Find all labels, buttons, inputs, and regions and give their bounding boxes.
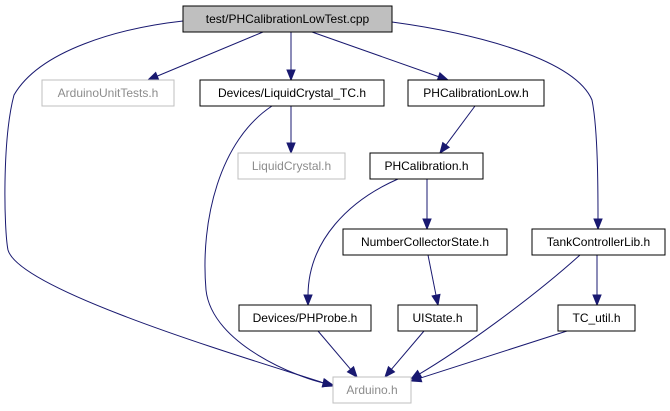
edge-line: [390, 330, 425, 371]
node-label: test/PHCalibrationLowTest.cpp: [206, 12, 370, 26]
node-label: PHCalibrationLow.h: [423, 86, 528, 100]
edge-lctc-ard: [204, 105, 335, 388]
edge-line: [418, 254, 581, 375]
node-label: UIState.h: [412, 311, 462, 325]
node-ncs[interactable]: NumberCollectorState.h: [342, 228, 508, 256]
edge-phc-ncs: [422, 179, 432, 231]
edge-root-ard: [4, 20, 335, 388]
edge-arrowhead: [286, 69, 296, 82]
node-label: Arduino.h: [346, 383, 397, 397]
node-root[interactable]: test/PHCalibrationLowTest.cpp: [182, 5, 393, 33]
edge-line: [156, 31, 264, 77]
node-phcl[interactable]: PHCalibrationLow.h: [407, 79, 545, 107]
edge-line: [444, 105, 476, 147]
edge-arrowhead: [146, 71, 160, 81]
edge-line: [307, 178, 399, 297]
node-label: Devices/PHProbe.h: [253, 311, 358, 325]
edge-phc-php: [303, 178, 399, 307]
node-label: NumberCollectorState.h: [361, 235, 489, 249]
edge-arrowhead: [592, 294, 602, 307]
node-label: PHCalibration.h: [384, 159, 468, 173]
edge-arrowhead: [593, 218, 603, 231]
edge-line: [391, 21, 599, 221]
edge-arrowhead: [431, 293, 441, 307]
edge-line: [4, 20, 325, 384]
edge-phcl-phc: [439, 105, 476, 155]
node-aut: ArduinoUnitTests.h: [41, 79, 175, 107]
node-box: [199, 79, 385, 107]
node-box: [41, 79, 175, 107]
edge-arrowhead: [439, 141, 451, 155]
edge-arrowhead: [409, 373, 423, 383]
edge-tcu-ard: [409, 330, 568, 383]
edge-php-ard: [317, 330, 358, 379]
edge-arrowhead: [436, 72, 450, 81]
edge-root-tcl: [391, 21, 603, 231]
edge-line: [311, 31, 440, 78]
edge-line: [317, 330, 352, 371]
edge-root-phcl: [311, 31, 450, 81]
node-tcl[interactable]: TankControllerLib.h: [531, 228, 666, 256]
node-ard: Arduino.h: [332, 376, 412, 404]
graph-edges: [4, 20, 603, 388]
edge-arrowhead: [422, 218, 432, 231]
edge-line: [427, 254, 437, 297]
node-label: Devices/LiquidCrystal_TC.h: [218, 86, 366, 100]
graph-nodes: test/PHCalibrationLowTest.cppArduinoUnit…: [41, 5, 666, 404]
node-label: TC_util.h: [572, 311, 620, 325]
node-box: [397, 304, 478, 332]
node-label: TankControllerLib.h: [547, 235, 650, 249]
edge-ncs-uis: [427, 254, 441, 307]
node-label: ArduinoUnitTests.h: [58, 86, 159, 100]
node-box: [332, 376, 412, 404]
node-box: [369, 152, 484, 180]
node-label: LiquidCrystal.h: [252, 159, 331, 173]
node-lc: LiquidCrystal.h: [237, 152, 346, 180]
edge-uis-ard: [384, 330, 425, 379]
node-tcu[interactable]: TC_util.h: [557, 304, 636, 332]
node-php[interactable]: Devices/PHProbe.h: [238, 304, 372, 332]
edge-arrowhead: [384, 365, 396, 379]
node-uis[interactable]: UIState.h: [397, 304, 478, 332]
node-lctc[interactable]: Devices/LiquidCrystal_TC.h: [199, 79, 385, 107]
edge-line: [419, 330, 568, 379]
node-phc[interactable]: PHCalibration.h: [369, 152, 484, 180]
node-box: [238, 304, 372, 332]
edge-tcl-tcu: [592, 255, 602, 307]
node-box: [182, 5, 393, 33]
node-box: [342, 228, 508, 256]
node-box: [237, 152, 346, 180]
edge-line: [204, 105, 325, 384]
node-box: [531, 228, 666, 256]
edge-arrowhead: [303, 294, 313, 307]
edge-root-aut: [146, 31, 264, 81]
node-box: [407, 79, 545, 107]
edge-arrowhead: [321, 378, 335, 388]
edge-arrowhead: [286, 142, 296, 155]
edge-root-lctc: [286, 32, 296, 82]
node-box: [557, 304, 636, 332]
edge-arrowhead: [346, 365, 358, 379]
edge-lctc-lc: [286, 106, 296, 155]
